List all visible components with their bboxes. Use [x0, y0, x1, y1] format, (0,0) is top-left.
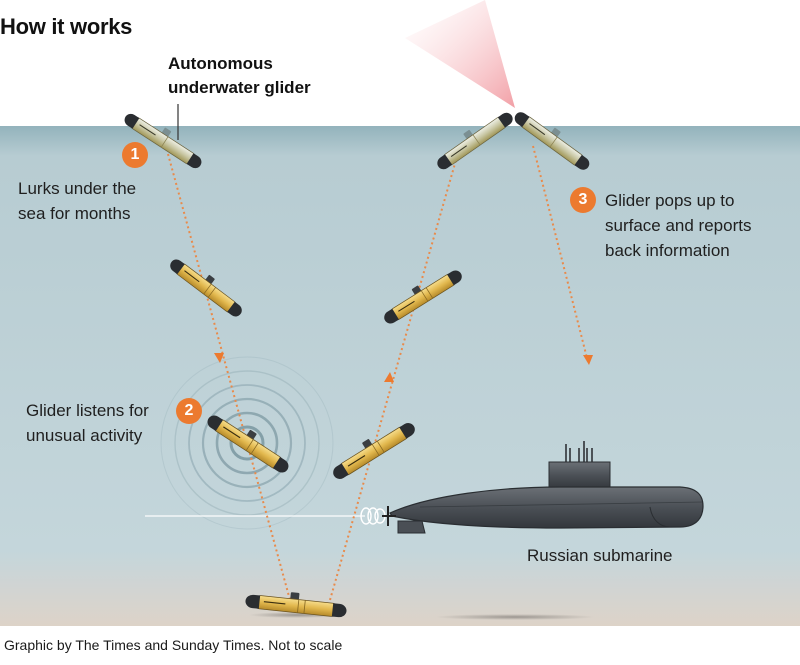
step-1-line2: sea for months	[18, 204, 131, 223]
submarine-label: Russian submarine	[527, 546, 673, 565]
direction-arrows	[214, 353, 593, 382]
glider-label-line2: underwater glider	[168, 78, 311, 97]
page-title: How it works	[0, 14, 133, 39]
sea-background	[0, 126, 800, 626]
propeller-wash-icon	[360, 507, 386, 525]
submarine-shadow	[435, 614, 595, 620]
signal-beam	[405, 0, 515, 108]
step-3-line1: Glider pops up to	[605, 191, 735, 210]
step-1-line1: Lurks under the	[18, 179, 137, 198]
step-2-badge: 2	[176, 398, 202, 424]
step-3-line2: surface and reports	[605, 216, 752, 235]
step-1-text: Lurks under the sea for months	[18, 176, 136, 226]
step-3-badge: 3	[570, 187, 596, 213]
sonar-rings	[160, 356, 334, 530]
step-1-badge: 1	[122, 142, 148, 168]
step-3-line3: back information	[605, 241, 730, 260]
step-2-line1: Glider listens for	[26, 401, 149, 420]
arrow-down-icon	[583, 355, 593, 365]
step-3-text: Glider pops up to surface and reports ba…	[605, 188, 751, 263]
arrow-up-icon	[384, 372, 394, 382]
footer-credit: Graphic by The Times and Sunday Times. N…	[4, 637, 343, 653]
step-2-line2: unusual activity	[26, 426, 143, 445]
glider-label: Autonomous underwater glider	[168, 52, 311, 100]
step-2-text: Glider listens for unusual activity	[26, 398, 149, 448]
glider-label-line1: Autonomous	[168, 54, 273, 73]
glider-path	[167, 145, 589, 601]
submarine-icon	[382, 441, 704, 534]
arrow-down-icon	[214, 353, 224, 363]
